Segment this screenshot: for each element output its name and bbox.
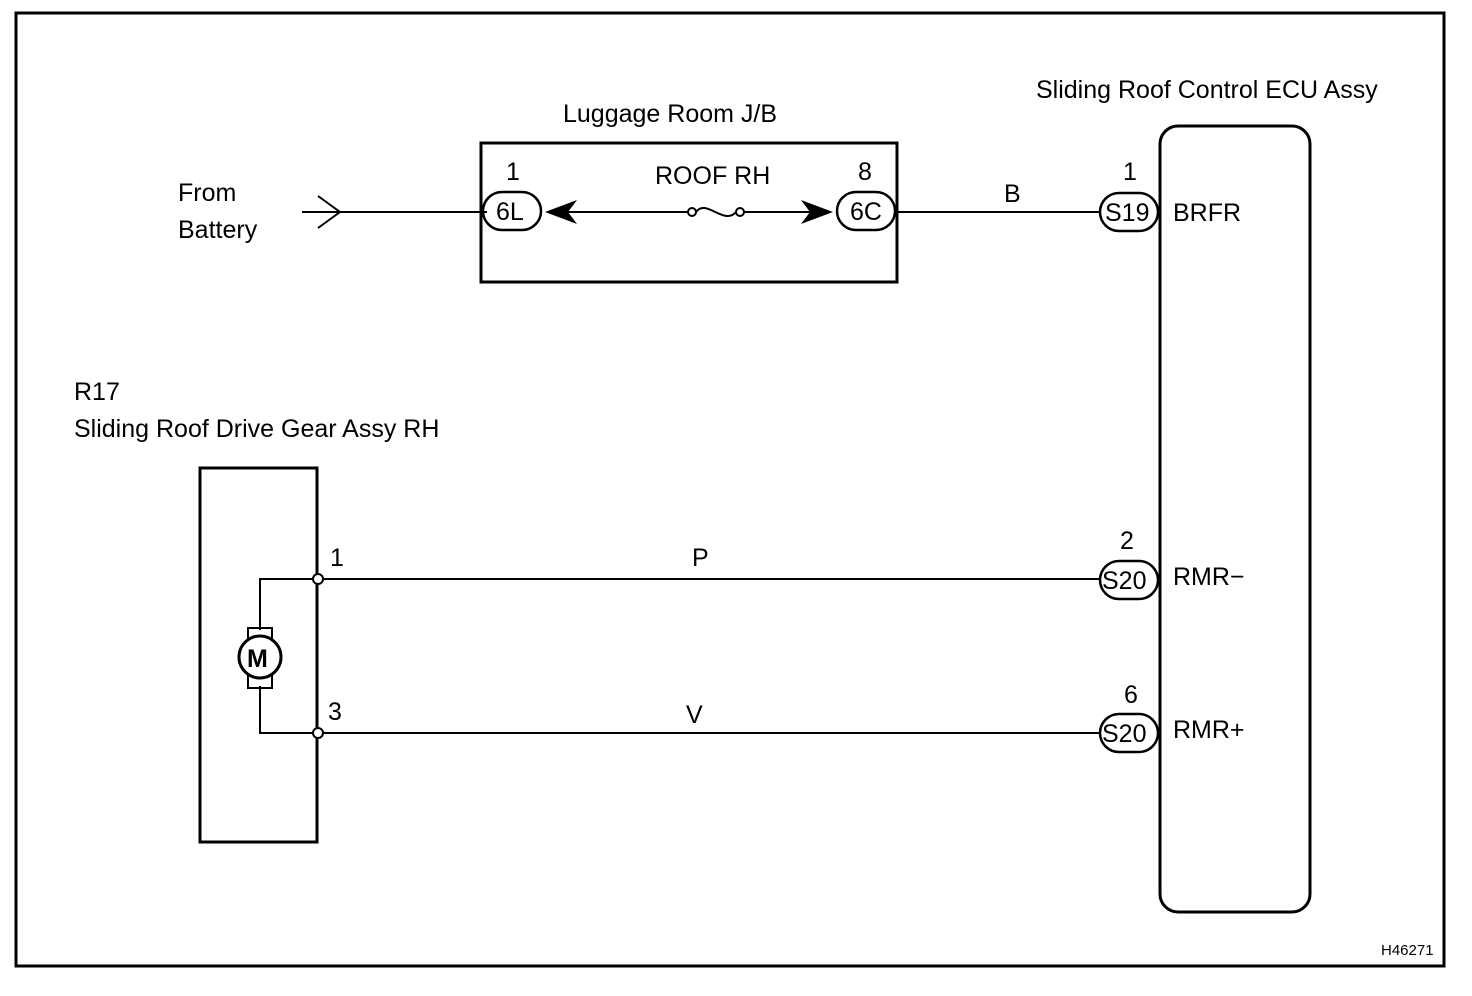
ecu-terminal-rmr-minus: RMR− <box>1173 563 1245 591</box>
jb-left-conn-label: 6L <box>496 198 524 226</box>
ecu-box <box>1158 124 1312 914</box>
motor-terminal-3 <box>312 727 324 739</box>
ecu-terminal-brfr: BRFR <box>1173 199 1241 227</box>
ecu-conn-s20-a-label: S20 <box>1102 567 1146 595</box>
fuse-icon <box>687 206 745 218</box>
ecu-conn-s20-b-label: S20 <box>1102 720 1146 748</box>
fuse-label: ROOF RH <box>655 162 770 190</box>
jb-right-arrow-icon <box>801 200 833 224</box>
ecu-pin-6: 6 <box>1124 681 1138 709</box>
motor-pin-3: 3 <box>328 698 342 726</box>
motor-code: R17 <box>74 378 120 406</box>
diagram-frame <box>14 11 1446 968</box>
jb-title: Luggage Room J/B <box>563 100 777 128</box>
motor-terminal-1 <box>312 573 324 585</box>
jb-left-pin: 1 <box>506 158 520 186</box>
ecu-title: Sliding Roof Control ECU Assy <box>1036 76 1378 104</box>
jb-right-connector <box>835 190 897 232</box>
figure-id: H46271 <box>1381 942 1434 959</box>
motor-icon: M <box>237 578 318 734</box>
wire-b-label: B <box>1004 180 1021 208</box>
wire-v-label: V <box>686 701 703 729</box>
ecu-connector-s19 <box>1098 191 1160 233</box>
motor-pin-1: 1 <box>330 544 344 572</box>
from-label: From <box>178 179 236 207</box>
jb-left-arrow-icon <box>545 200 577 224</box>
motor-box <box>198 466 319 844</box>
jb-right-conn-label: 6C <box>850 198 882 226</box>
battery-label: Battery <box>178 216 258 244</box>
motor-symbol: M <box>247 645 268 673</box>
motor-title: Sliding Roof Drive Gear Assy RH <box>74 415 439 443</box>
ecu-pin-1: 1 <box>1123 158 1137 186</box>
arrow-icon <box>302 195 342 229</box>
ecu-pin-2: 2 <box>1120 527 1134 555</box>
ecu-terminal-rmr-plus: RMR+ <box>1173 716 1245 744</box>
jb-right-pin: 8 <box>858 158 872 186</box>
jb-left-connector <box>481 190 543 232</box>
ecu-conn-s19-label: S19 <box>1105 199 1149 227</box>
wire-p-label: P <box>692 544 709 572</box>
